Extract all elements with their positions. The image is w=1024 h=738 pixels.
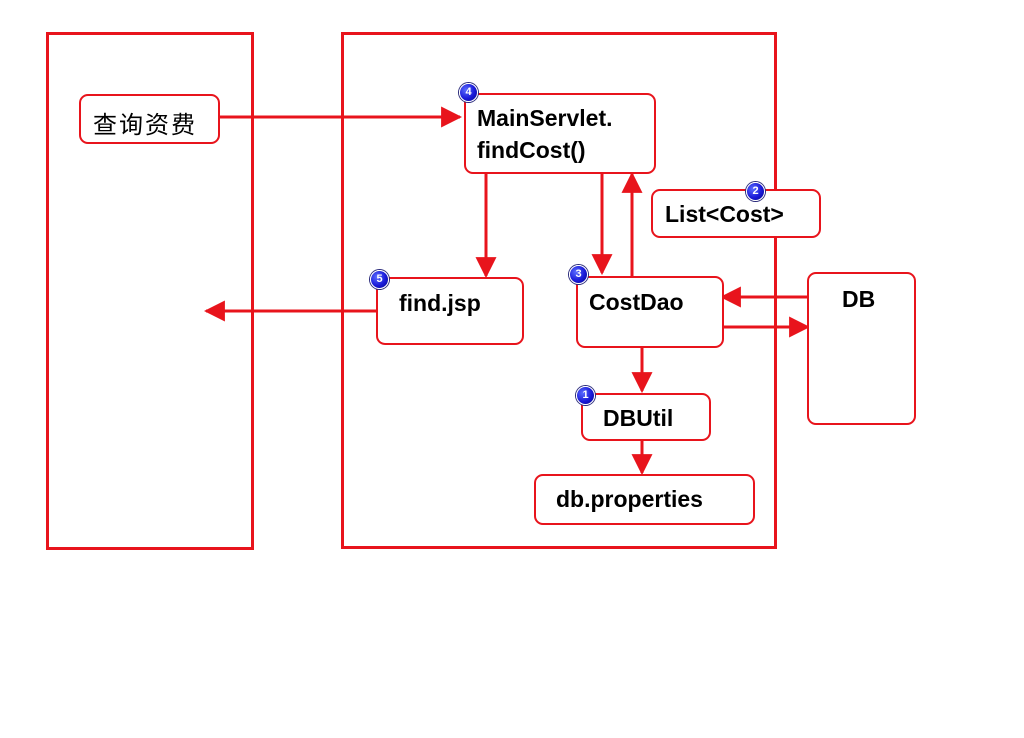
db-label: DB: [842, 286, 876, 312]
dbutil-label: DBUtil: [603, 405, 674, 431]
cost-dao-box: CostDao: [576, 276, 724, 348]
dbutil-box: DBUtil: [581, 393, 711, 441]
query-cost-box[interactable]: 查询资费: [79, 94, 220, 144]
list-cost-box: List<Cost>: [651, 189, 821, 238]
cost-dao-label: CostDao: [589, 289, 684, 315]
client-frame: [46, 32, 254, 550]
list-cost-label: List<Cost>: [665, 201, 784, 227]
db-properties-box: db.properties: [534, 474, 755, 525]
server-frame: [341, 32, 777, 549]
badge-2: 2: [746, 182, 765, 201]
find-jsp-label: find.jsp: [399, 290, 481, 316]
main-servlet-box: MainServlet. findCost(): [464, 93, 656, 174]
main-servlet-line1: MainServlet.: [477, 105, 613, 131]
badge-4: 4: [459, 83, 478, 102]
db-box: DB: [807, 272, 916, 425]
badge-1: 1: [576, 386, 595, 405]
main-servlet-line2: findCost(): [477, 137, 586, 163]
badge-5: 5: [370, 270, 389, 289]
db-properties-label: db.properties: [556, 486, 703, 512]
find-jsp-box: find.jsp: [376, 277, 524, 345]
query-cost-label: 查询资费: [93, 111, 197, 139]
badge-3: 3: [569, 265, 588, 284]
